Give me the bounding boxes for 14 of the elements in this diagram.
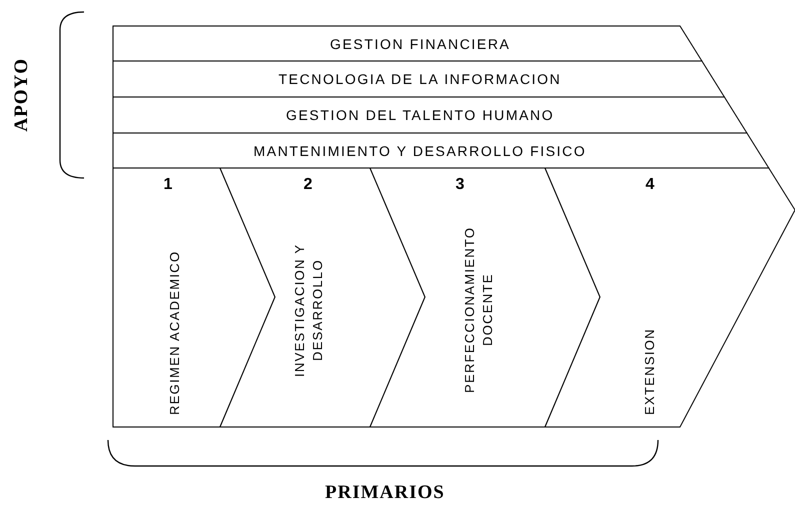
group-label: PRIMARIOS [325,482,445,504]
step-number: 3 [454,176,466,194]
activity-label: INVESTIGACION Y DESARROLLO [291,242,326,379]
group-label: APOYO [11,58,33,132]
activity-label: EXTENSION [641,327,658,415]
step-number: 4 [644,176,656,194]
step-number: 2 [302,176,314,194]
activity-label: GESTION DEL TALENTO HUMANO [286,107,554,123]
activity-label: PERFECCIONAMIENTO DOCENTE [461,226,496,396]
activity-label: MANTENIMIENTO Y DESARROLLO FISICO [254,142,586,158]
activity-label: GESTION FINANCIERA [330,36,510,52]
activity-label: REGIMEN ACADEMICO [166,250,183,415]
activity-label: TECNOLOGIA DE LA INFORMACION [278,71,562,87]
step-number: 1 [162,176,174,194]
